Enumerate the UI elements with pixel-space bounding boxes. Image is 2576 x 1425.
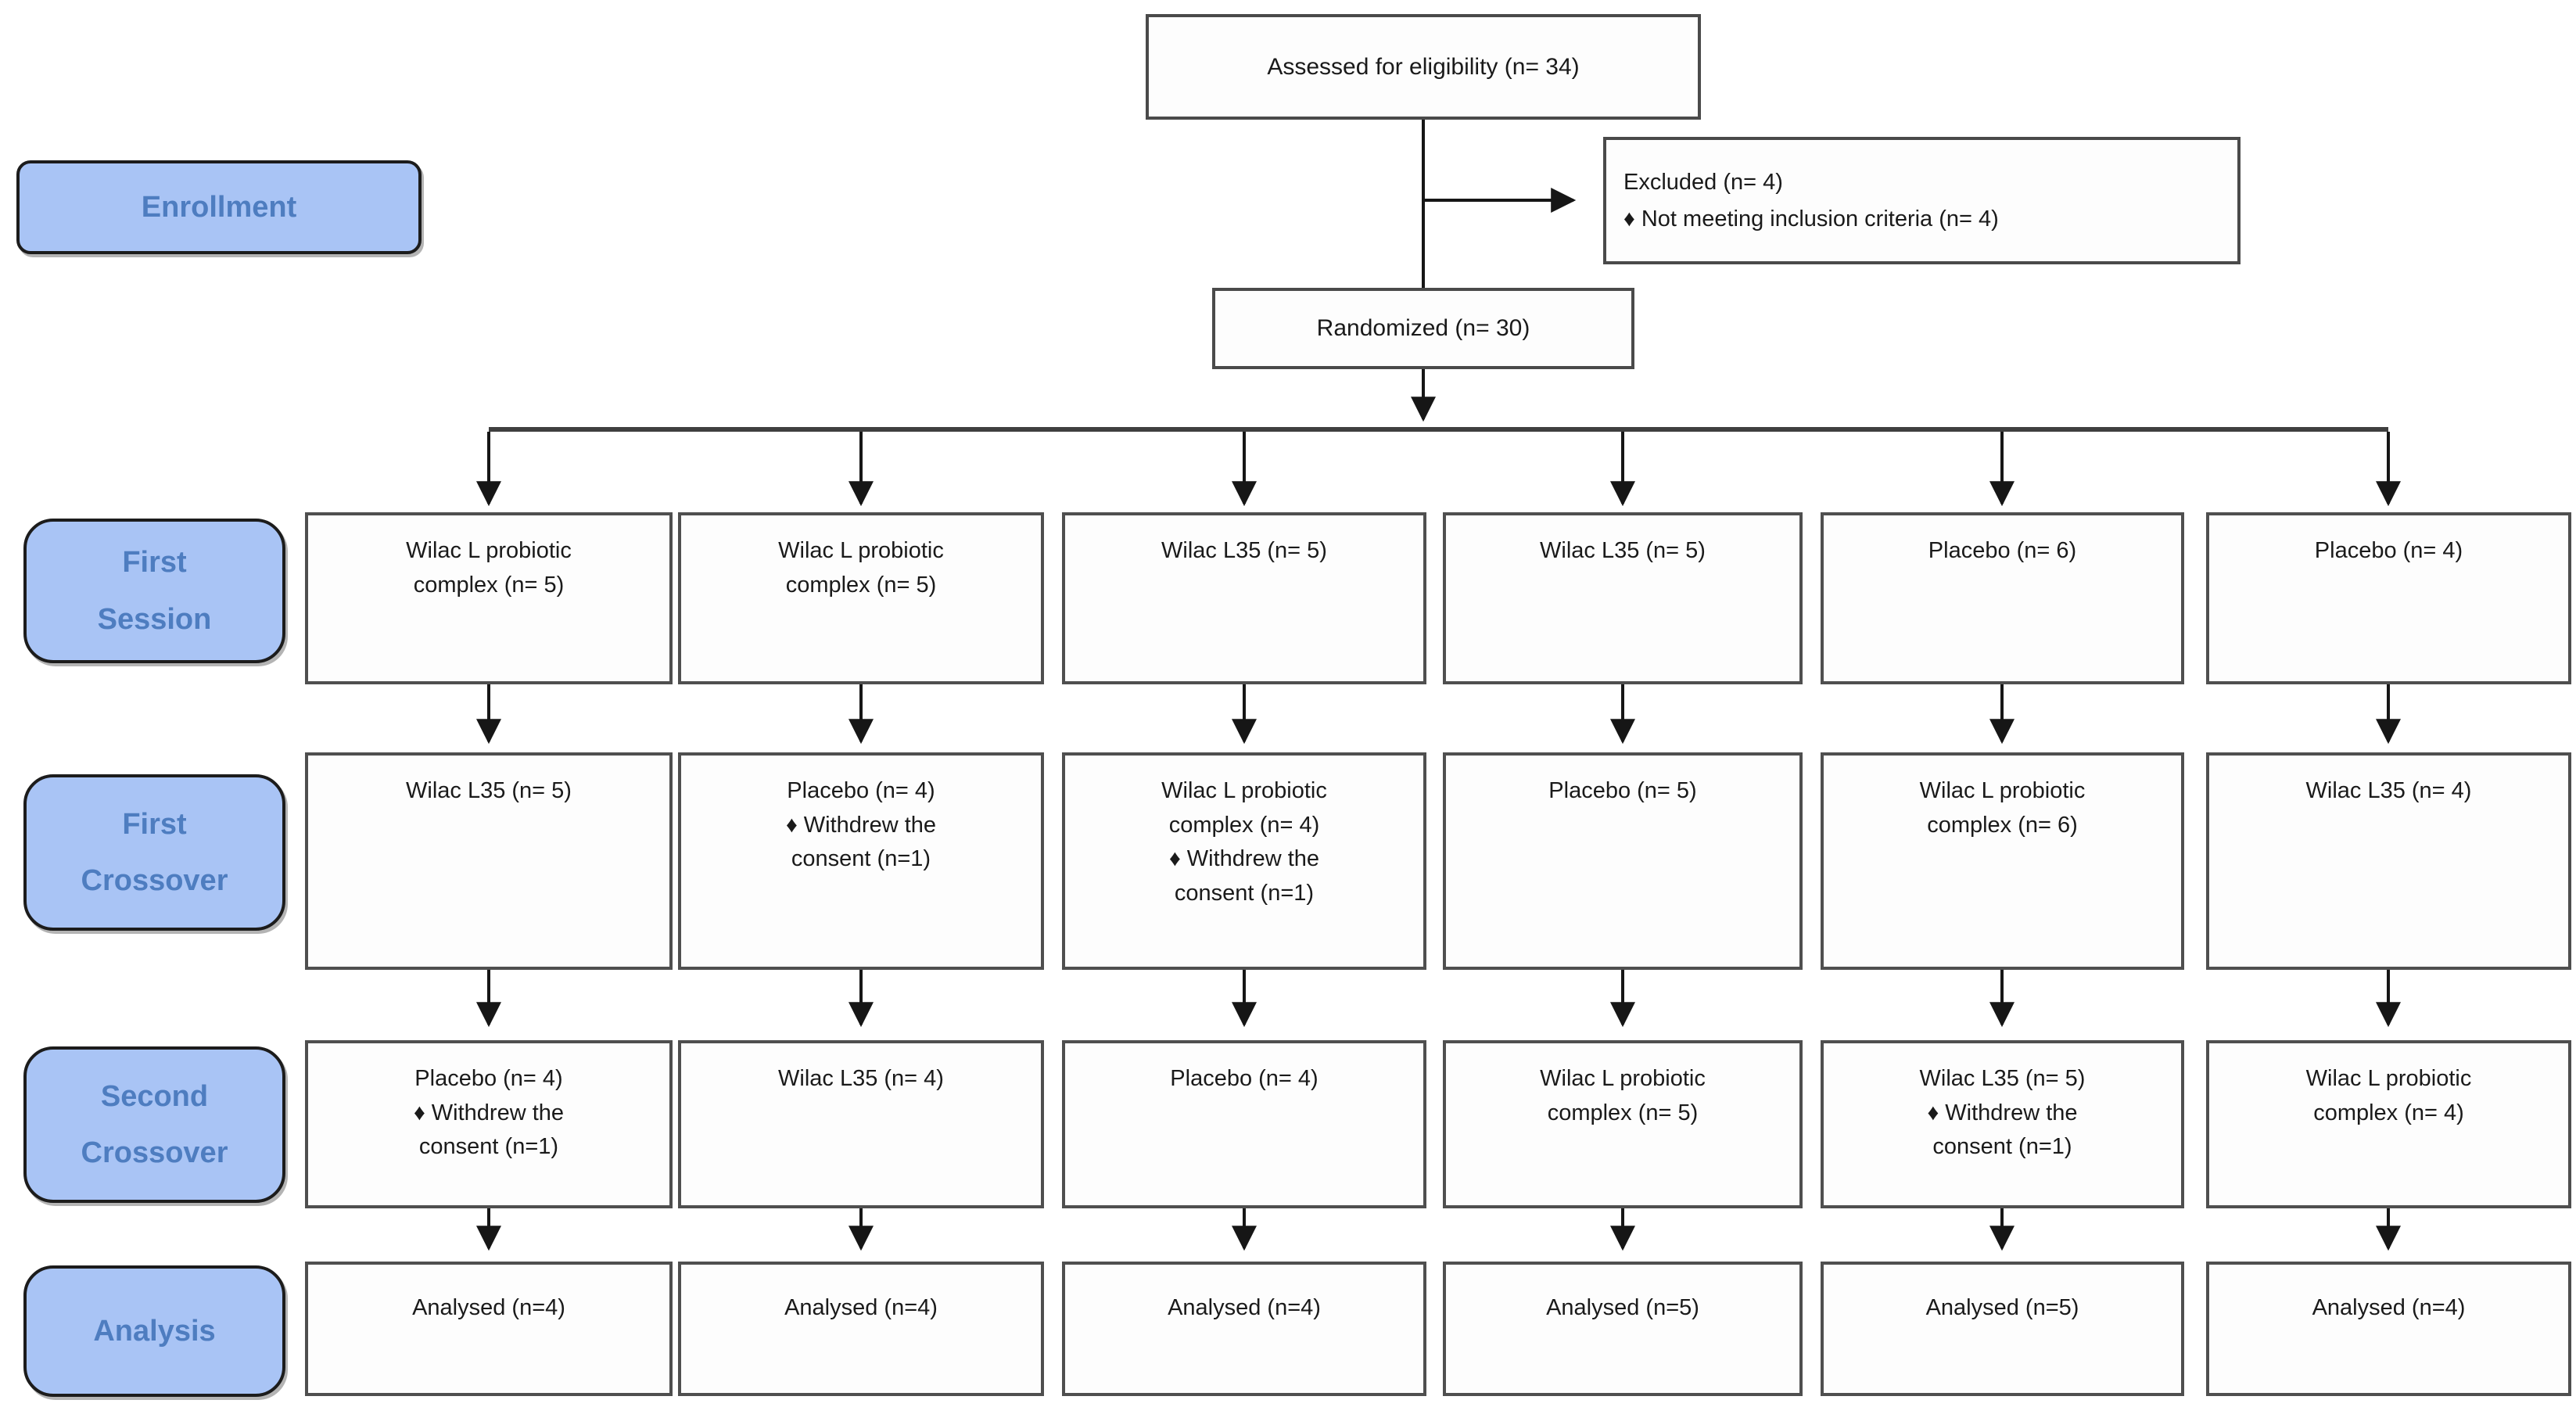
first-crossover-box-col4: Placebo (n= 5) xyxy=(1443,752,1803,970)
analysis-box-col2: Analysed (n=4) xyxy=(678,1262,1044,1396)
randomized-text: Randomized (n= 30) xyxy=(1316,315,1530,341)
excluded-box: Excluded (n= 4) ♦ Not meeting inclusion … xyxy=(1603,137,2241,264)
analysis-box-col3: Analysed (n=4) xyxy=(1062,1262,1426,1396)
excluded-reason: ♦ Not meeting inclusion criteria (n= 4) xyxy=(1623,206,1999,232)
box-main-text: Wilac L35 (n= 4) xyxy=(778,1066,944,1091)
enrollment-connectors xyxy=(1411,120,1577,422)
stage-label-enrollment: Enrollment xyxy=(16,160,422,254)
crossover2-to-analysis-arrows xyxy=(476,1208,2401,1251)
analysis-box-col1: Analysed (n=4) xyxy=(305,1262,673,1396)
box-main-text: Wilac L35 (n= 4) xyxy=(2305,778,2472,803)
first-crossover-box-col3: Wilac L probiotic complex (n= 4) ♦ Withd… xyxy=(1062,752,1426,970)
second-crossover-box-col3: Placebo (n= 4) xyxy=(1062,1040,1426,1208)
second-crossover-box-col2: Wilac L35 (n= 4) xyxy=(678,1040,1044,1208)
excluded-title: Excluded (n= 4) xyxy=(1623,170,1783,196)
box-main-text: Placebo (n= 4) xyxy=(2314,538,2463,563)
stage-label-first-session: First Session xyxy=(23,519,285,663)
first-crossover-box-col5: Wilac L probiotic complex (n= 6) xyxy=(1821,752,2184,970)
randomization-arrows xyxy=(476,432,2401,507)
box-main-text: Wilac L35 (n= 5) xyxy=(1161,538,1327,563)
assessed-text: Assessed for eligibility (n= 34) xyxy=(1267,53,1580,80)
stage-label-first-crossover: First Crossover xyxy=(23,774,285,931)
first-session-box-col5: Placebo (n= 6) xyxy=(1821,512,2184,684)
session-to-crossover1-arrows xyxy=(476,684,2401,745)
second-crossover-box-col6: Wilac L probiotic complex (n= 4) xyxy=(2206,1040,2571,1208)
box-main-text: Placebo (n= 5) xyxy=(1548,778,1697,803)
box-bullet-text: ♦ Withdrew the consent (n=1) xyxy=(1927,1100,2078,1160)
first-session-box-col6: Placebo (n= 4) xyxy=(2206,512,2571,684)
first-crossover-box-col6: Wilac L35 (n= 4) xyxy=(2206,752,2571,970)
second-crossover-box-col1: Placebo (n= 4) ♦ Withdrew the consent (n… xyxy=(305,1040,673,1208)
first-session-box-col4: Wilac L35 (n= 5) xyxy=(1443,512,1803,684)
box-main-text: Wilac L35 (n= 5) xyxy=(1540,538,1706,563)
box-main-text: Wilac L probiotic complex (n= 4) xyxy=(1161,778,1327,838)
box-main-text: Wilac L probiotic complex (n= 5) xyxy=(406,538,572,598)
first-session-box-col2: Wilac L probiotic complex (n= 5) xyxy=(678,512,1044,684)
analysis-box-col4: Analysed (n=5) xyxy=(1443,1262,1803,1396)
box-main-text: Analysed (n=4) xyxy=(2312,1295,2466,1320)
box-main-text: Analysed (n=4) xyxy=(1168,1295,1321,1320)
stage-label-text: Analysis xyxy=(93,1314,216,1348)
box-main-text: Placebo (n= 6) xyxy=(1928,538,2077,563)
analysis-box-col5: Analysed (n=5) xyxy=(1821,1262,2184,1396)
stage-label-analysis: Analysis xyxy=(23,1265,285,1397)
box-main-text: Analysed (n=4) xyxy=(412,1295,565,1320)
box-main-text: Wilac L probiotic complex (n= 4) xyxy=(2305,1066,2472,1125)
box-main-text: Wilac L35 (n= 5) xyxy=(406,778,572,803)
first-session-box-col3: Wilac L35 (n= 5) xyxy=(1062,512,1426,684)
box-bullet-text: ♦ Withdrew the consent (n=1) xyxy=(785,812,937,872)
box-main-text: Wilac L probiotic complex (n= 6) xyxy=(1919,778,2086,838)
box-main-text: Placebo (n= 4) xyxy=(787,778,935,803)
crossover1-to-crossover2-arrows xyxy=(476,970,2401,1028)
stage-label-text: First Crossover xyxy=(81,807,228,897)
box-main-text: Wilac L35 (n= 5) xyxy=(1919,1066,2086,1091)
stage-label-text: Second Crossover xyxy=(81,1079,228,1169)
box-main-text: Wilac L probiotic complex (n= 5) xyxy=(1540,1066,1706,1125)
first-crossover-box-col1: Wilac L35 (n= 5) xyxy=(305,752,673,970)
box-main-text: Analysed (n=4) xyxy=(784,1295,938,1320)
box-main-text: Wilac L probiotic complex (n= 5) xyxy=(778,538,944,598)
analysis-box-col6: Analysed (n=4) xyxy=(2206,1262,2571,1396)
assessed-for-eligibility-box: Assessed for eligibility (n= 34) xyxy=(1146,14,1701,120)
randomized-box: Randomized (n= 30) xyxy=(1212,288,1634,369)
box-main-text: Placebo (n= 4) xyxy=(1170,1066,1318,1091)
stage-label-text: Enrollment xyxy=(141,190,297,224)
second-crossover-box-col5: Wilac L35 (n= 5) ♦ Withdrew the consent … xyxy=(1821,1040,2184,1208)
box-bullet-text: ♦ Withdrew the consent (n=1) xyxy=(1168,846,1320,906)
stage-label-text: First Session xyxy=(97,546,212,636)
stage-label-second-crossover: Second Crossover xyxy=(23,1046,285,1203)
box-main-text: Placebo (n= 4) xyxy=(414,1066,563,1091)
first-crossover-box-col2: Placebo (n= 4) ♦ Withdrew the consent (n… xyxy=(678,752,1044,970)
second-crossover-box-col4: Wilac L probiotic complex (n= 5) xyxy=(1443,1040,1803,1208)
box-main-text: Analysed (n=5) xyxy=(1546,1295,1699,1320)
box-main-text: Analysed (n=5) xyxy=(1925,1295,2079,1320)
first-session-box-col1: Wilac L probiotic complex (n= 5) xyxy=(305,512,673,684)
box-bullet-text: ♦ Withdrew the consent (n=1) xyxy=(413,1100,565,1160)
